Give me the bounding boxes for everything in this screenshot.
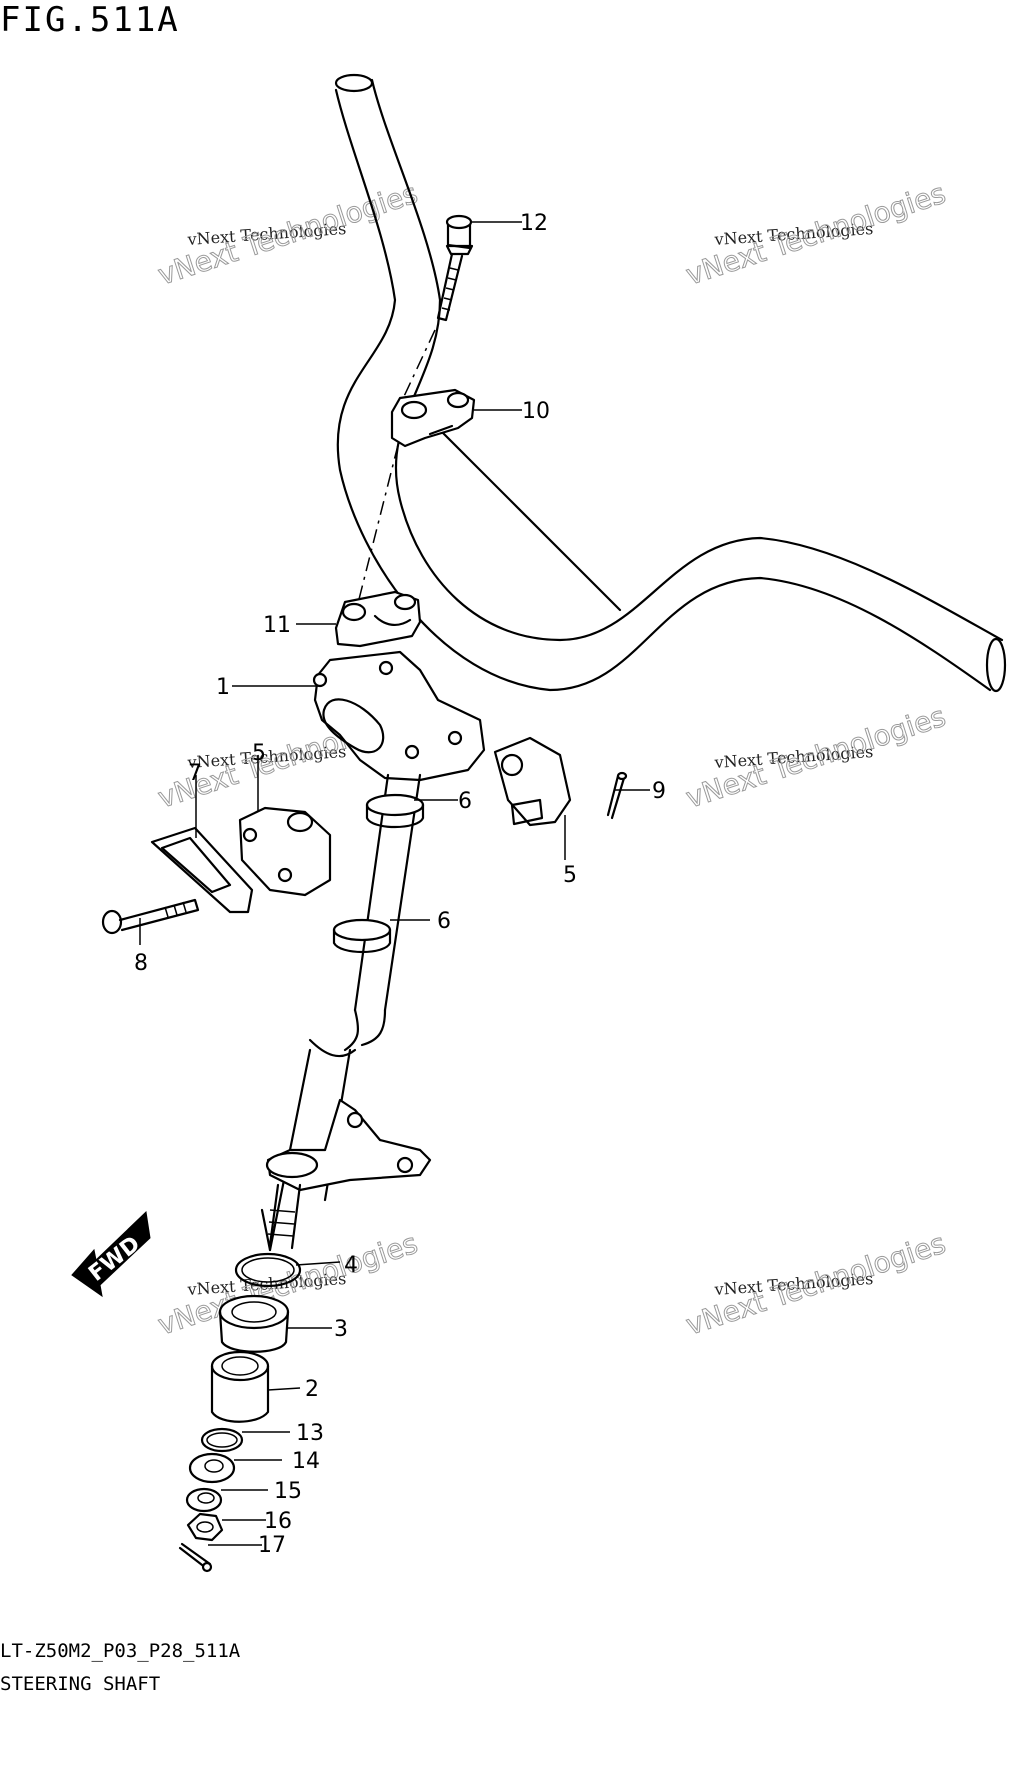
shaft-threaded-end — [267, 1183, 302, 1250]
cotter-pin-17 — [178, 1542, 213, 1573]
callout-7: 7 — [188, 761, 202, 786]
lower-bracket — [265, 1098, 432, 1192]
nut-3 — [218, 1294, 290, 1353]
stopper-plate-7 — [150, 826, 254, 914]
callout-16: 16 — [264, 1509, 292, 1534]
bolt-12 — [436, 214, 474, 322]
watermark-low-right: vNext Technologies vNext Technologies — [681, 1226, 950, 1342]
callout-5-right: 5 — [563, 863, 577, 888]
watermark-mid-right: vNext Technologies vNext Technologies — [681, 699, 950, 815]
callout-13: 13 — [296, 1421, 324, 1446]
callout-15: 15 — [274, 1479, 302, 1504]
diagram-code: LT-Z50M2_P03_P28_511A — [0, 1640, 241, 1662]
callout-8: 8 — [134, 951, 148, 976]
callout-6-lower: 6 — [437, 909, 451, 934]
callout-4: 4 — [344, 1253, 358, 1278]
seal-13 — [200, 1427, 244, 1453]
bushing-2 — [210, 1350, 270, 1423]
washer-14 — [188, 1452, 236, 1484]
bushing-6-lower — [332, 918, 392, 953]
watermark-top-left: vNext Technologies vNext Technologies — [153, 176, 422, 292]
callout-6-upper: 6 — [458, 789, 472, 814]
callout-2: 2 — [305, 1377, 319, 1402]
handlebar — [334, 73, 1007, 693]
diagram-name: STEERING SHAFT — [0, 1673, 161, 1695]
cotter-pin-9 — [606, 771, 628, 820]
callout-9: 9 — [652, 779, 666, 804]
steering-holder-5-right — [493, 736, 572, 827]
callout-10: 10 — [522, 399, 550, 424]
callout-11: 11 — [263, 613, 291, 638]
o-ring-4 — [234, 1252, 302, 1288]
bolt-8 — [101, 898, 200, 935]
callout-14: 14 — [292, 1449, 320, 1474]
steering-clamp-plate-1 — [312, 650, 486, 782]
figure-title: FIG.511A — [0, 0, 180, 40]
callout-1: 1 — [216, 675, 230, 700]
callout-17: 17 — [258, 1533, 286, 1558]
leader-lines — [139, 221, 650, 1546]
watermark-top-right: vNext Technologies vNext Technologies — [681, 176, 950, 292]
fwd-direction-arrow: FWD — [71, 1210, 151, 1298]
callout-3: 3 — [334, 1317, 348, 1342]
callout-12: 12 — [520, 211, 548, 236]
svg-text:FWD: FWD — [84, 1232, 145, 1287]
bushing-6-upper — [365, 793, 425, 828]
nut-16 — [186, 1512, 224, 1542]
handlebar-holder-lower-11 — [334, 590, 422, 648]
handlebar-holder-upper-10 — [390, 388, 476, 448]
steering-holder-5-left — [238, 806, 332, 897]
washer-15 — [185, 1487, 223, 1513]
callout-5-left: 5 — [252, 741, 266, 766]
